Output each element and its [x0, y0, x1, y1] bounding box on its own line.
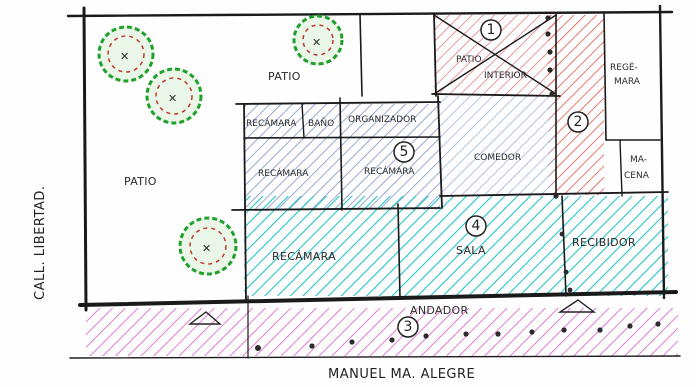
label-regadera-a: REGÉ- [610, 61, 638, 73]
label-cocina-a: MA- [630, 155, 647, 165]
column-dots [255, 15, 661, 351]
svg-text:4: 4 [472, 218, 481, 234]
label-comedor: COMEDOR [474, 153, 521, 163]
svg-text:3: 3 [404, 319, 413, 335]
label-recamara-small: RECÁMARA [246, 117, 297, 129]
label-recamara-5: RECÁMARA [364, 165, 415, 177]
zone-number-4: 4 [465, 215, 487, 237]
entrance-marker-left [187, 311, 222, 325]
tree-icon: ✕ [292, 14, 344, 66]
zone-living [244, 196, 668, 296]
label-patio-top: PATIO [268, 70, 301, 83]
zone-service [548, 15, 604, 195]
entrance-marker-right [557, 299, 597, 313]
label-recamara-front: RECÁMARA [272, 250, 336, 263]
label-patio-interior-b: INTERIOR [484, 71, 527, 81]
label-andador: ANDADOR [410, 304, 468, 317]
walls [66, 4, 681, 359]
svg-text:✕: ✕ [202, 242, 212, 255]
label-recamara-mid: RECÁMARA [258, 167, 309, 179]
svg-text:1: 1 [487, 22, 496, 38]
label-bano: BAÑO [308, 118, 334, 129]
street-side-label: CALL. LIBERTAD. [33, 186, 48, 300]
label-recibidor: RECIBIDOR [572, 236, 636, 249]
zone-number-2: 2 [567, 111, 589, 133]
label-organizador: ORGANIZADOR [348, 115, 416, 125]
zone-bedrooms-top [244, 104, 440, 138]
zone-number-5: 5 [393, 141, 415, 163]
tree-icon: ✕ [97, 25, 155, 83]
svg-text:✕: ✕ [312, 36, 322, 49]
label-sala: SALA [456, 244, 486, 257]
zone-number-1: 1 [480, 19, 502, 41]
zone-number-3: 3 [397, 316, 419, 338]
zone-dining [438, 96, 554, 196]
svg-text:✕: ✕ [168, 92, 178, 105]
tree-icon: ✕ [178, 216, 238, 276]
label-regadera-b: MARA [614, 77, 641, 87]
street-front-label: MANUEL MA. ALEGRE [328, 367, 475, 382]
label-patio-interior-a: PATIO [456, 55, 482, 65]
svg-text:✕: ✕ [120, 50, 130, 63]
tree-icon: ✕ [145, 67, 203, 125]
zone-walkway [86, 308, 678, 356]
svg-text:5: 5 [400, 144, 409, 160]
label-cocina-b: CENA [624, 171, 650, 181]
label-patio-left: PATIO [124, 175, 157, 188]
svg-text:2: 2 [574, 114, 583, 130]
